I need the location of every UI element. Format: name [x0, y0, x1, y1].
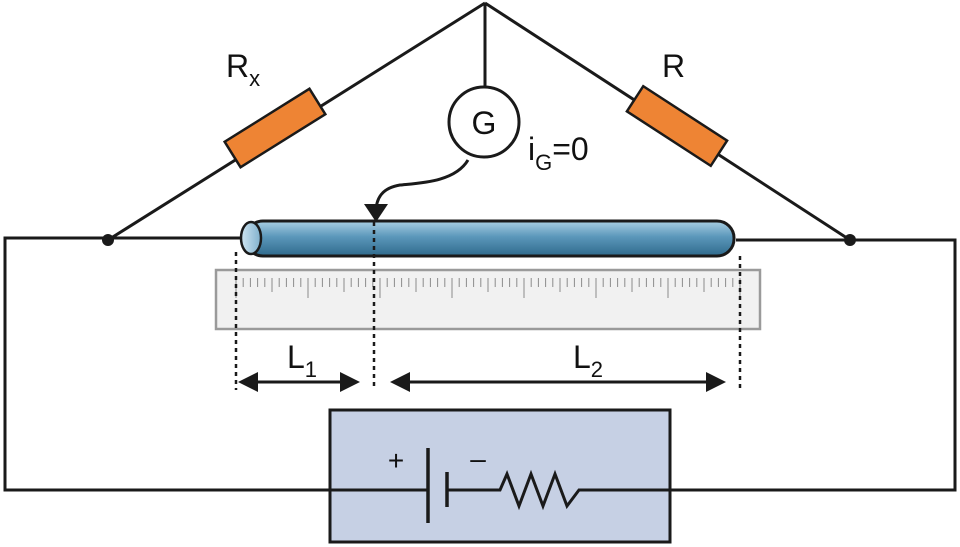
power-source: + – — [328, 408, 672, 544]
rx-label: Rx — [226, 48, 260, 91]
l2-arrow-right-head — [706, 372, 726, 392]
slide-wire — [239, 219, 736, 258]
plus-sign: + — [388, 445, 404, 476]
power-source-box — [328, 408, 672, 544]
left-junction-dot — [102, 234, 114, 246]
ruler — [214, 268, 762, 331]
l2-arrow-left-head — [390, 372, 410, 392]
ig-label: iG=0 — [528, 131, 589, 175]
r-label: R — [662, 48, 685, 84]
resistor-rx — [222, 87, 328, 169]
l2-label: L2 — [573, 339, 603, 382]
galvanometer-label: G — [472, 105, 497, 141]
galvanometer — [447, 85, 521, 159]
right-junction-dot — [844, 234, 856, 246]
l1-arrow-left-head — [238, 372, 258, 392]
left-outer-wire — [3, 236, 330, 492]
probe-arrowhead — [364, 204, 388, 222]
resistor-r — [625, 84, 729, 168]
l1-arrow-right-head — [340, 372, 360, 392]
measurement-guides — [234, 222, 742, 390]
length-arrows — [238, 372, 726, 392]
galvanometer-probe-wire — [374, 159, 470, 213]
l1-label: L1 — [287, 339, 317, 382]
power-source-wire — [330, 469, 670, 511]
minus-sign: – — [470, 443, 486, 474]
